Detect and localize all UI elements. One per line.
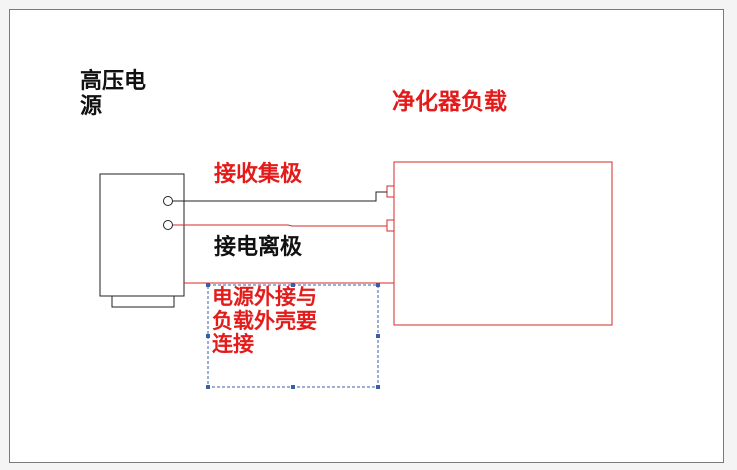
collector-label: 接收集极 bbox=[214, 162, 303, 187]
note-box-handle bbox=[376, 283, 380, 287]
purifier-load-box bbox=[393, 161, 613, 326]
hv-source-box bbox=[99, 173, 185, 297]
hv-source-label: 高压电 源 bbox=[80, 69, 147, 119]
note-box-handle bbox=[291, 283, 295, 287]
load-label: 净化器负载 bbox=[392, 89, 507, 115]
collector-wire bbox=[173, 191, 387, 202]
terminal-collector bbox=[163, 196, 173, 206]
note-box-handle bbox=[291, 385, 295, 389]
terminal-ionizer bbox=[163, 220, 173, 230]
hv-source-base bbox=[111, 295, 175, 308]
note-box-handle bbox=[206, 283, 210, 287]
ionizer-wire bbox=[173, 224, 387, 227]
connector-collector bbox=[386, 185, 395, 198]
connector-ionizer bbox=[386, 219, 395, 232]
ionizer-label: 接电离极 bbox=[214, 235, 303, 260]
note-box-handle bbox=[206, 385, 210, 389]
note-label: 电源外接与 负载外壳要 连接 bbox=[212, 285, 317, 357]
note-box-handle bbox=[376, 334, 380, 338]
note-box-handle bbox=[376, 385, 380, 389]
note-box-handle bbox=[206, 334, 210, 338]
